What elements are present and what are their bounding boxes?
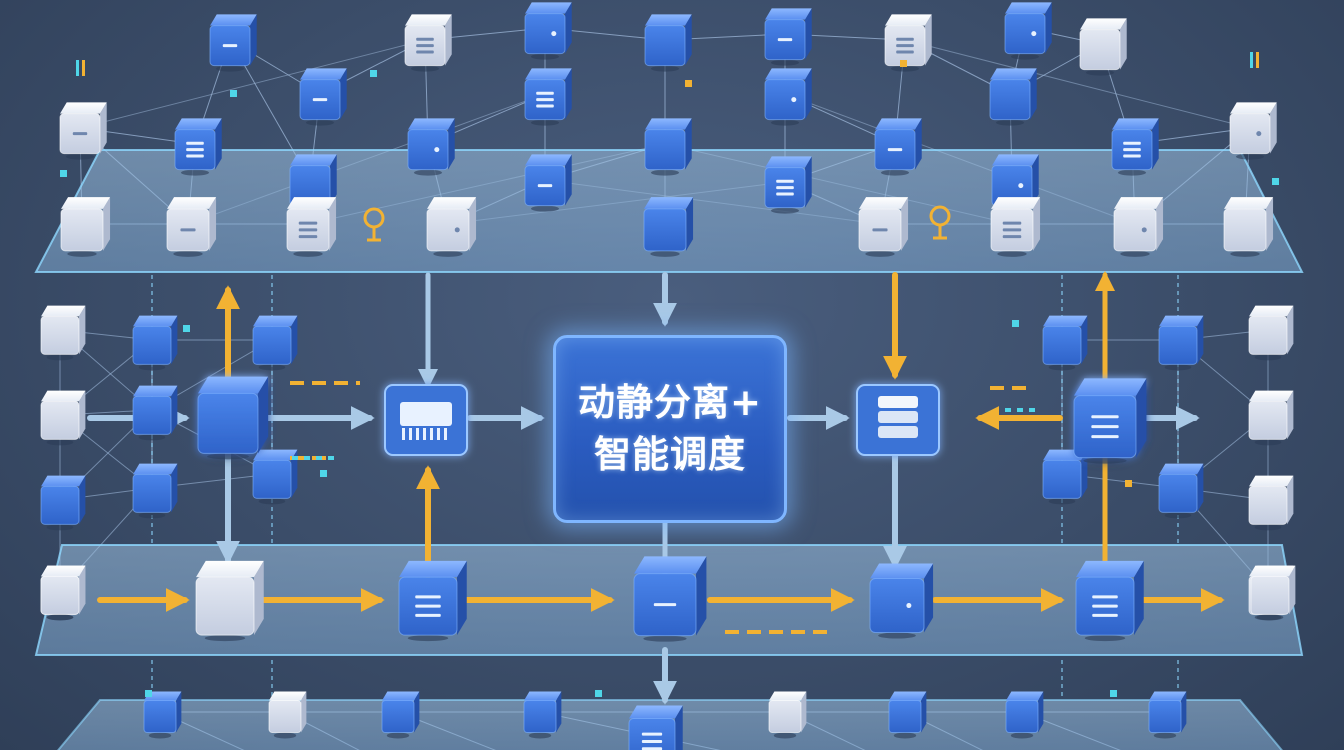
bar-decoration <box>1256 52 1259 68</box>
decorations <box>60 52 1279 697</box>
right-node-cube <box>1042 315 1088 371</box>
square-decoration <box>230 90 237 97</box>
right-node-cube <box>1158 463 1204 519</box>
top-node-cube <box>524 154 572 212</box>
bar-decoration <box>1250 52 1253 68</box>
top-node-cube <box>166 197 217 257</box>
square-decoration <box>900 60 907 67</box>
left-node-cube <box>132 385 178 441</box>
top-node-cube <box>644 118 692 176</box>
square-decoration <box>685 80 692 87</box>
center-core-box: 动静分离+ 智能调度 <box>553 335 787 523</box>
right-node-cube <box>1042 449 1088 505</box>
right-node-cube <box>1248 390 1294 446</box>
square-decoration <box>183 325 190 332</box>
bottom-left-edge-cube <box>40 565 86 621</box>
bottom-node-cube <box>268 691 307 739</box>
top-node-cube <box>874 118 922 176</box>
node-cubes <box>40 2 1296 750</box>
flow-node-cube-3 <box>633 556 707 642</box>
top-node-cube <box>209 14 257 72</box>
square-decoration <box>320 470 327 477</box>
bottom-node-cube <box>888 691 927 739</box>
right-node-cube <box>1158 315 1204 371</box>
top-node-cube <box>286 197 337 257</box>
top-node-cube <box>643 197 694 257</box>
mesh-link <box>79 39 426 129</box>
top-node-cube <box>1111 118 1159 176</box>
center-title-line-2: 智能调度 <box>594 433 746 476</box>
bottom-center-cube <box>628 705 683 750</box>
left-node-cube <box>252 449 298 505</box>
left-node-cube <box>252 315 298 371</box>
top-node-cube <box>1004 2 1052 60</box>
top-node-cube <box>884 14 932 72</box>
right-node-cube <box>1248 475 1294 531</box>
bottom-right-edge-cube <box>1250 565 1296 621</box>
top-node-cube <box>990 197 1041 257</box>
top-node-cube <box>1229 102 1277 160</box>
top-node-cube <box>1223 197 1274 257</box>
top-node-cube <box>858 197 909 257</box>
top-node-cube <box>524 2 572 60</box>
top-node-cube <box>426 197 477 257</box>
bottom-node-cube <box>523 691 562 739</box>
flow-node-cube-4 <box>869 563 934 639</box>
top-node-cube <box>764 156 812 214</box>
bottom-node-cube <box>381 691 420 739</box>
bottom-node-cube <box>1005 691 1044 739</box>
top-node-cube <box>174 118 222 176</box>
square-decoration <box>595 690 602 697</box>
left-node-cube <box>132 315 178 371</box>
location-pin-icon <box>363 207 385 242</box>
location-pin-icon <box>929 205 951 240</box>
top-node-cube <box>764 8 812 66</box>
left-node-cube <box>132 463 178 519</box>
left-node-cube <box>40 475 86 531</box>
bottom-node-cube <box>768 691 807 739</box>
top-node-cube <box>644 14 692 72</box>
top-node-cube <box>764 68 812 126</box>
square-decoration <box>1272 178 1279 185</box>
mesh-link <box>904 39 1251 129</box>
top-node-cube <box>524 68 572 126</box>
center-title-line-1: 动静分离+ <box>577 381 762 424</box>
square-decoration <box>145 690 152 697</box>
server-stack-icon <box>856 384 940 456</box>
top-node-cube <box>989 68 1037 126</box>
top-node-cube <box>407 118 455 176</box>
bar-decoration <box>82 60 85 76</box>
square-decoration <box>370 70 377 77</box>
chip-icon <box>384 384 468 456</box>
square-decoration <box>1012 320 1019 327</box>
top-node-cube <box>1113 197 1164 257</box>
top-node-cube <box>299 68 347 126</box>
top-node-cube <box>1079 18 1127 76</box>
flow-node-cube-2 <box>398 560 467 642</box>
bottom-node-cube <box>143 691 182 739</box>
top-node-cube <box>60 197 111 257</box>
square-decoration <box>1110 690 1117 697</box>
square-decoration <box>1125 480 1132 487</box>
bottom-node-cube <box>1148 691 1187 739</box>
bar-decoration <box>76 60 79 76</box>
left-node-cube <box>40 305 86 361</box>
top-node-cube <box>59 102 107 160</box>
flow-node-cube-5 <box>1075 560 1144 642</box>
flow-node-cube-1 <box>195 560 264 642</box>
right-node-cube <box>1248 305 1294 361</box>
square-decoration <box>60 170 67 177</box>
left-node-cube <box>40 390 86 446</box>
left-gateway-cube <box>197 376 269 460</box>
top-node-cube <box>404 14 452 72</box>
right-dashboard-cube <box>1073 378 1147 464</box>
